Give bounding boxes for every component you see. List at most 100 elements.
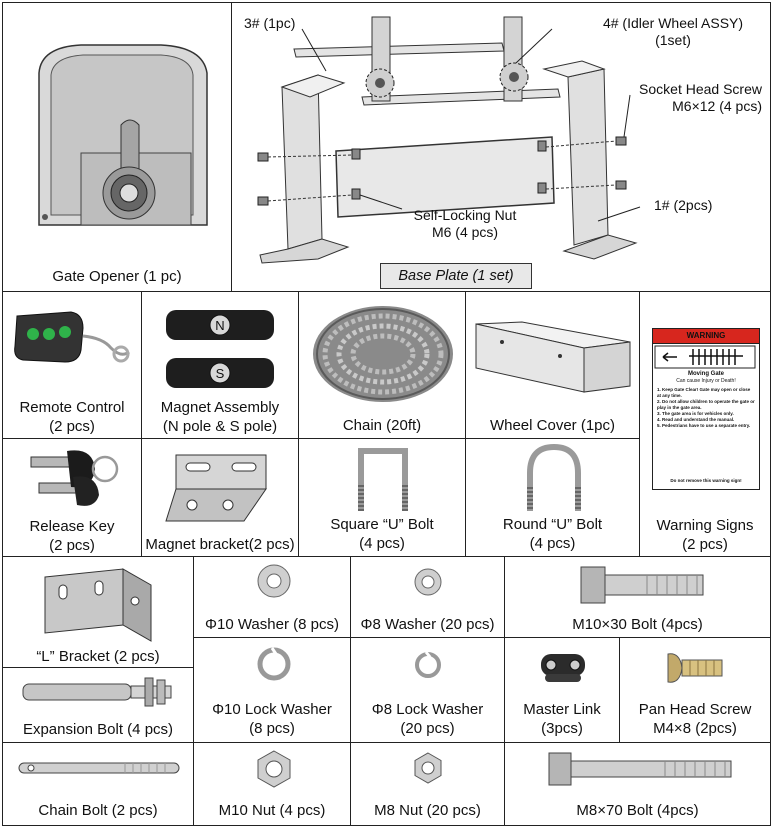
m10-nut-label: M10 Nut (4 pcs) [218,802,326,819]
lock-washer-10-label: Φ10 Lock Washer [212,701,332,718]
magnet-n-letter: N [215,318,224,333]
chain-cell: Chain (20ft) [298,291,466,439]
magnet-s-letter: S [216,366,225,381]
part-4-label: 4# (Idler Wheel ASSY) (1set) [588,15,758,49]
square-u-bolt-qty: (4 pcs) [359,535,405,552]
m8x70-bolt-label: M8×70 Bolt (4pcs) [576,802,699,819]
warning-footer: Do not remove this warning sign! [670,478,742,483]
base-plate-caption: Base Plate (1 set) [380,263,532,289]
warning-line: 3. The gate area is for vehicles only. [657,411,734,416]
pan-head-screw-qty: M4×8 (2pcs) [653,720,737,737]
m8-nut-illustration [414,752,442,784]
round-u-bolt-illustration [527,443,581,511]
expansion-bolt-cell: Expansion Bolt (4 pcs) [2,667,194,743]
chain-bolt-illustration [18,762,180,774]
gate-opener-cell: Gate Opener (1 pc) [2,2,232,292]
release-key-cell: Release Key (2 pcs) [2,438,142,557]
self-locking-nut-label: Self-Locking Nut M6 (4 pcs) [400,207,530,241]
gate-opener-illustration [38,44,208,226]
warning-line: 1. Keep Gate Clear! Gate may open or clo… [657,387,751,398]
round-u-bolt-qty: (4 pcs) [529,535,576,552]
moving-gate-icon [654,345,756,369]
lock-washer-8-illustration [415,651,441,678]
expansion-bolt-label: Expansion Bolt (4 pcs) [22,721,174,738]
washer-8-illustration [414,568,442,596]
part-4-line2: (1set) [655,32,691,48]
pan-head-screw-illustration [667,653,723,683]
lock-washer-10-qty: (8 pcs) [249,720,295,737]
nut-line1: Self-Locking Nut [413,207,517,223]
magnet-assembly-illustration: N S [166,310,274,388]
washer-8-cell: Φ8 Washer (20 pcs) [350,556,505,638]
warning-subtitle: Can cause Injury or Death! [676,378,736,384]
remote-control-qty: (2 pcs) [49,418,95,435]
magnet-assembly-qty: (N pole & S pole) [162,418,278,435]
release-key-qty: (2 pcs) [49,537,95,554]
washer-10-illustration [257,564,291,598]
master-link-cell: Master Link (3pcs) [504,637,620,743]
square-u-bolt-illustration [358,448,408,511]
lock-washer-8-label: Φ8 Lock Washer [371,701,484,718]
m10x30-bolt-cell: M10×30 Bolt (4pcs) [504,556,771,638]
magnet-bracket-label: Magnet bracket(2 pcs) [145,536,295,553]
release-key-label: Release Key [29,518,115,535]
m8-nut-cell: M8 Nut (20 pcs) [350,742,505,826]
chain-illustration [313,306,453,402]
warning-signs-qty: (2 pcs) [682,536,728,553]
chain-bolt-cell: Chain Bolt (2 pcs) [2,742,194,826]
chain-label: Chain (20ft) [342,417,422,434]
m10-nut-illustration [257,750,291,788]
washer-10-cell: Φ10 Washer (8 pcs) [193,556,351,638]
base-plate-diagram [257,16,641,264]
part-1-label: 1# (2pcs) [654,197,713,213]
m8x70-bolt-illustration [548,752,732,786]
socket-screw-line1: Socket Head Screw [639,81,762,97]
master-link-qty: (3pcs) [541,720,583,737]
expansion-bolt-illustration [22,677,172,707]
round-u-bolt-cell: Round “U” Bolt (4 pcs) [465,438,640,557]
socket-screw-line2: M6×12 (4 pcs) [672,98,762,114]
l-bracket-illustration [44,568,152,642]
warning-line: 2. Do not allow children to operate the … [657,399,755,410]
release-key-illustration [30,450,119,506]
square-u-bolt-label: Square “U” Bolt [330,516,434,533]
lock-washer-10-cell: Φ10 Lock Washer (8 pcs) [193,637,351,743]
socket-screw-label: Socket Head Screw M6×12 (4 pcs) [622,81,762,115]
m10-nut-cell: M10 Nut (4 pcs) [193,742,351,826]
m8x70-bolt-cell: M8×70 Bolt (4pcs) [504,742,771,826]
magnet-assembly-label: Magnet Assembly [160,399,280,416]
lock-washer-10-illustration [257,647,291,681]
warning-header: WARNING [653,329,759,344]
warning-title: Moving Gate [687,371,724,377]
washer-8-label: Φ8 Washer (20 pcs) [360,616,495,633]
lock-washer-8-cell: Φ8 Lock Washer (20 pcs) [350,637,505,743]
m8-nut-label: M8 Nut (20 pcs) [374,802,481,819]
pan-head-screw-cell: Pan Head Screw M4×8 (2pcs) [619,637,771,743]
master-link-illustration [541,654,585,682]
wheel-cover-illustration [475,321,631,393]
warning-signs-cell: WARNING Moving Gate Can cause Injury or … [639,291,771,557]
lock-washer-8-qty: (20 pcs) [400,720,455,737]
l-bracket-label: “L” Bracket (2 pcs) [36,648,160,665]
warning-sign-image: WARNING Moving Gate Can cause Injury or … [652,328,760,490]
m10x30-bolt-illustration [580,566,704,604]
remote-control-label: Remote Control [19,399,125,416]
square-u-bolt-cell: Square “U” Bolt (4 pcs) [298,438,466,557]
gate-opener-label: Gate Opener (1 pc) [52,268,182,285]
magnet-bracket-cell: Magnet bracket(2 pcs) [141,438,299,557]
wheel-cover-label: Wheel Cover (1pc) [489,417,616,434]
warning-line: 5. Pedestrians have to use a separate en… [657,423,751,428]
master-link-label: Master Link [523,701,601,718]
part-3-label: 3# (1pc) [244,15,296,31]
magnet-bracket-illustration [165,454,267,522]
m10x30-bolt-label: M10×30 Bolt (4pcs) [572,616,703,633]
pan-head-screw-label: Pan Head Screw [638,701,752,718]
warning-line: 4. Read and understand the manual. [657,417,735,422]
magnet-assembly-cell: N S Magnet Assembly (N pole & S pole) [141,291,299,439]
chain-bolt-label: Chain Bolt (2 pcs) [38,802,158,819]
wheel-cover-cell: Wheel Cover (1pc) [465,291,640,439]
nut-line2: M6 (4 pcs) [431,224,499,240]
warning-signs-label: Warning Signs [656,517,754,534]
base-plate-cell: 3# (1pc) 4# (Idler Wheel ASSY) (1set) So… [231,2,771,292]
part-4-line1: 4# (Idler Wheel ASSY) [602,15,744,31]
